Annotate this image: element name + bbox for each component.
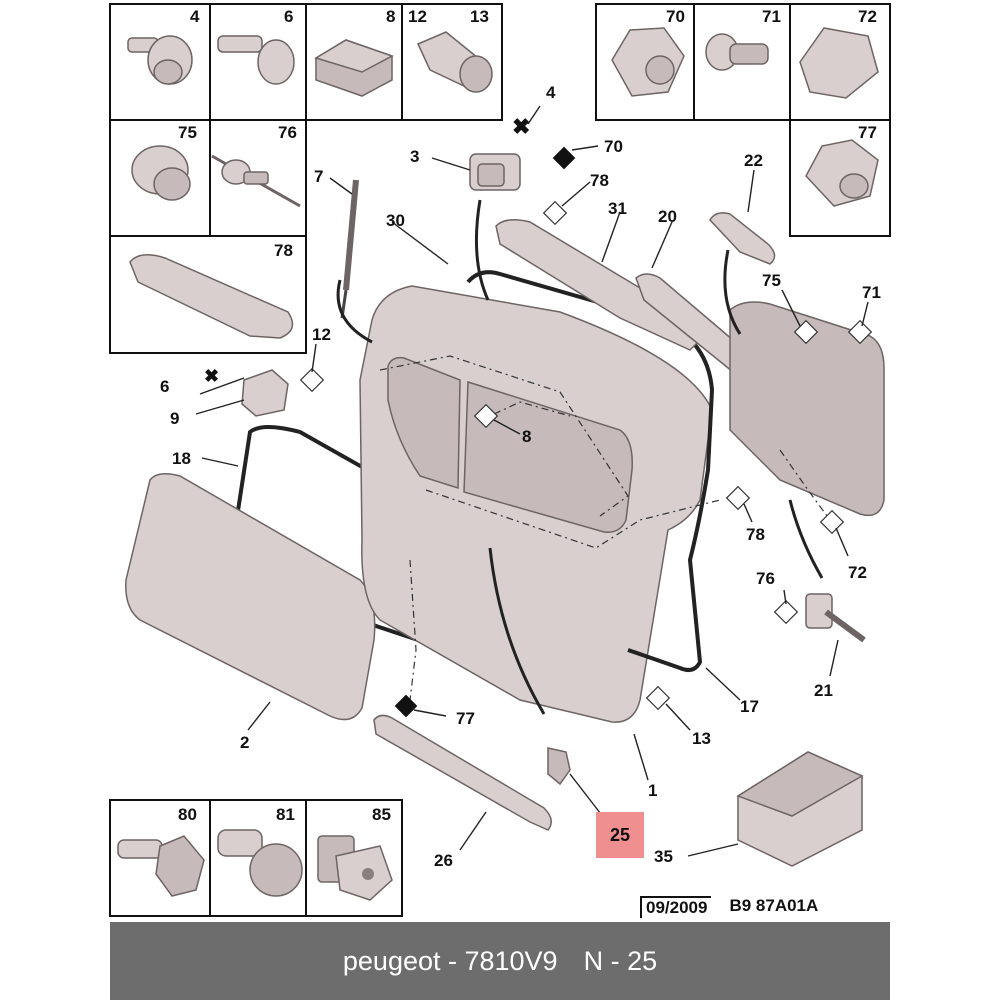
screw-4-icon	[127, 35, 193, 85]
callout-17: 17	[740, 697, 759, 716]
push-clip-71-icon	[705, 33, 769, 71]
bolt-80-icon	[117, 835, 205, 897]
lock-cylinder-21	[805, 593, 866, 643]
box-label-13: 13	[470, 7, 489, 26]
fixing-kit-35	[736, 751, 864, 867]
callout-13: 13	[692, 729, 711, 748]
callout-25-highlighted: 25	[609, 824, 631, 845]
callout-21: 21	[814, 681, 833, 700]
box-label-76: 76	[278, 123, 297, 142]
box-label-78: 78	[274, 241, 293, 260]
box-label-6: 6	[284, 7, 293, 26]
box-label-81: 81	[276, 805, 295, 824]
callout-72: 72	[848, 563, 867, 582]
callout-20: 20	[658, 207, 677, 226]
highlighted-part-box	[596, 812, 644, 858]
tailgate-right-window-opening	[463, 380, 633, 533]
svg-text:✖: ✖	[204, 366, 219, 386]
caption-bar: peugeot - 7810V9 N - 25	[110, 922, 890, 1000]
cable	[788, 499, 824, 579]
caption-position: N - 25	[583, 945, 658, 976]
box-label-77: 77	[858, 123, 877, 142]
rivet-76-icon	[211, 154, 301, 208]
handle-22	[709, 212, 776, 265]
callout-77: 77	[456, 709, 475, 728]
callout-35: 35	[654, 847, 673, 866]
nut-77-icon	[805, 139, 879, 207]
dashed-assembly-line	[379, 355, 629, 517]
svg-text:✖: ✖	[512, 114, 530, 139]
callout-18: 18	[172, 449, 191, 468]
callout-1: 1	[648, 781, 657, 800]
screw-6-icon	[217, 35, 295, 85]
box-label-71: 71	[762, 7, 781, 26]
box-label-80: 80	[178, 805, 197, 824]
box-label-8: 8	[386, 7, 395, 26]
box-label-70: 70	[666, 7, 685, 26]
callout-12: 12	[312, 325, 331, 344]
lion-badge-25	[547, 747, 571, 786]
box-label-72: 72	[858, 7, 877, 26]
hinge-9	[241, 369, 289, 417]
callout-4: 4	[546, 83, 556, 102]
callout-3: 3	[410, 147, 419, 166]
box-label-4: 4	[190, 7, 200, 26]
trim-strip-78-icon	[129, 254, 294, 339]
diagram-code: B9 87A01A	[729, 896, 819, 915]
callout-75: 75	[762, 271, 781, 290]
nut-75-icon	[131, 145, 191, 201]
latch-3	[469, 153, 521, 191]
gas-strut-7	[340, 179, 359, 319]
callout-2: 2	[240, 733, 249, 752]
clip-12-13-icon	[416, 31, 493, 93]
caption-part-number: peugeot - 7810V9	[342, 945, 558, 976]
exploded-parts-diagram: 4 6 8 12 13 75 76 78 70 71 72	[109, 3, 891, 917]
callout-6: 6	[160, 377, 169, 396]
dashed-assembly-line	[779, 449, 831, 521]
tailgate-left-window-opening	[387, 356, 461, 490]
tailgate-seal-17	[466, 270, 715, 672]
callout-9: 9	[170, 409, 179, 428]
callout-71: 71	[862, 283, 881, 302]
bolt-81-icon	[217, 829, 303, 897]
leader-lines	[195, 105, 869, 857]
clip-85-icon	[317, 835, 393, 901]
callout-76: 76	[756, 569, 775, 588]
callout-78: 78	[590, 171, 609, 190]
cable	[723, 249, 742, 335]
lower-trim-26	[373, 714, 552, 831]
diagram-date: 09/2009	[640, 896, 712, 918]
cable	[474, 199, 490, 301]
clip-72-icon	[799, 27, 879, 99]
callout-70: 70	[604, 137, 623, 156]
box-label-75: 75	[178, 123, 197, 142]
rear-window-glass-2	[125, 473, 376, 721]
callout-78b: 78	[746, 525, 765, 544]
callout-30: 30	[386, 211, 405, 230]
callout-26: 26	[434, 851, 453, 870]
callout-8: 8	[522, 427, 531, 446]
diagram-reference: 09/2009 B9 87A01A	[640, 896, 880, 918]
inner-trim-panel	[729, 301, 885, 517]
box-label-12: 12	[408, 7, 427, 26]
cable	[336, 279, 373, 344]
nut-70-icon	[611, 27, 685, 97]
dashed-assembly-line	[493, 401, 571, 417]
callout-22: 22	[744, 151, 763, 170]
black-clip-markers: ✖ ✖	[204, 114, 576, 718]
fastener-markers	[299, 200, 873, 711]
box-label-85: 85	[372, 805, 391, 824]
dashed-assembly-line	[409, 559, 417, 701]
callout-7: 7	[314, 167, 323, 186]
pad-8-icon	[314, 39, 394, 97]
cable	[488, 547, 546, 715]
dashed-assembly-line	[425, 489, 721, 549]
callout-31: 31	[608, 199, 627, 218]
